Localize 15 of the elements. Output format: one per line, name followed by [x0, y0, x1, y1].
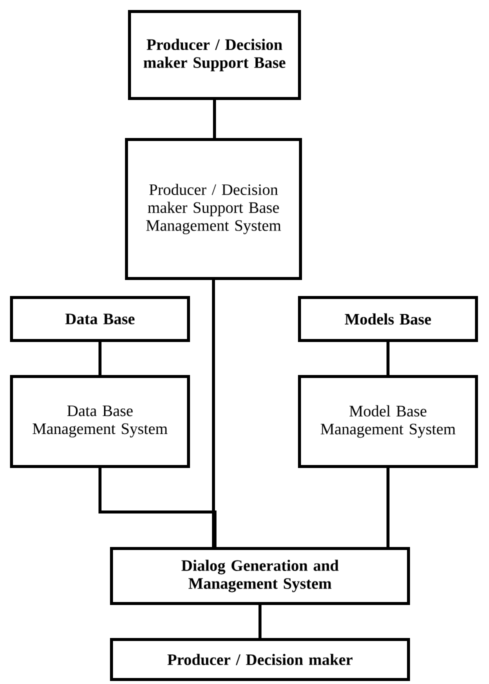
system-box: Data Base Management System	[10, 375, 190, 468]
title-box: Producer / Decision maker	[110, 638, 410, 681]
connector-line	[98, 466, 216, 548]
title-box: Data Base	[10, 296, 190, 342]
title-box: Models Base	[298, 296, 478, 342]
connector-line	[386, 466, 390, 548]
title-box: Producer / Decision maker Support Base	[128, 10, 301, 100]
connector-line	[212, 278, 215, 548]
system-box: Model Base Management System	[298, 375, 478, 468]
title-box: Dialog Generation and Management System	[110, 547, 410, 605]
system-box: Producer / Decision maker Support Base Management System	[125, 138, 302, 280]
connector-line	[98, 340, 102, 376]
connector-line	[213, 98, 216, 140]
connector-line	[386, 340, 390, 376]
connector-line	[258, 604, 262, 640]
